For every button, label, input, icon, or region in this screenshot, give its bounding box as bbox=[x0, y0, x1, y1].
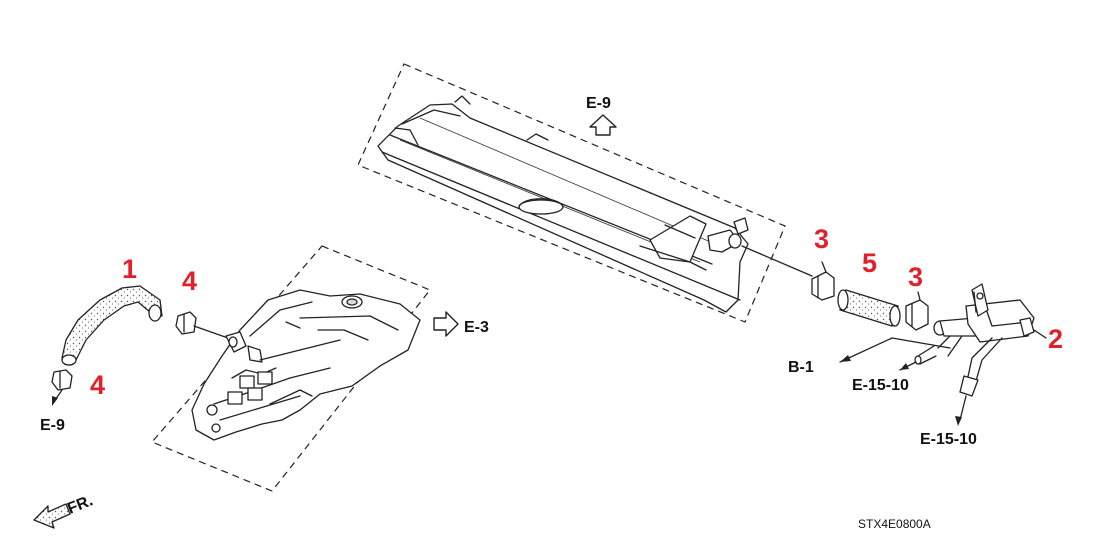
front-direction-label: FR. bbox=[65, 492, 95, 517]
intake-manifold bbox=[191, 289, 421, 441]
right-arrow-icon bbox=[433, 311, 459, 337]
clamp-4b bbox=[51, 369, 73, 391]
clamp-3a bbox=[811, 261, 835, 301]
cylinder-head-cover-group bbox=[357, 63, 813, 323]
hose-5 bbox=[837, 289, 901, 327]
callout-5: 5 bbox=[862, 248, 877, 278]
breather-hose-group bbox=[51, 285, 229, 406]
head-cover-dashed-outline bbox=[357, 63, 786, 323]
callout-3b: 3 bbox=[908, 262, 923, 292]
callout-4a: 4 bbox=[182, 266, 197, 296]
ref-e9-left-label: E-9 bbox=[40, 417, 65, 434]
up-arrow-icon bbox=[589, 114, 617, 136]
clamp-4a bbox=[175, 311, 197, 335]
front-arrow-icon bbox=[33, 503, 71, 529]
callout-4b: 4 bbox=[90, 370, 105, 400]
pcv-valve-assembly bbox=[914, 283, 1035, 397]
ref-b1-label: B-1 bbox=[788, 359, 814, 376]
hose-1 bbox=[61, 285, 163, 366]
ref-e9-top: E-9 bbox=[586, 95, 617, 136]
intake-manifold-group bbox=[150, 245, 431, 492]
ref-e3-label: E-3 bbox=[464, 319, 489, 336]
pcv-assembly-group bbox=[811, 261, 1047, 426]
drawing-code: STX4E0800A bbox=[858, 517, 931, 531]
pcv-leaders bbox=[839, 329, 1047, 426]
ref-e15-10-a-label: E-15-10 bbox=[852, 377, 909, 394]
breather-leader-line bbox=[741, 245, 813, 277]
callout-2: 2 bbox=[1048, 324, 1063, 354]
callout-numbers: 1 4 4 3 5 3 2 bbox=[90, 224, 1063, 400]
cylinder-head-cover bbox=[377, 95, 749, 313]
front-direction-indicator: FR. bbox=[33, 492, 95, 529]
clamp-3b bbox=[905, 291, 929, 331]
ref-e15-10-b-label: E-15-10 bbox=[920, 431, 977, 448]
callout-1: 1 bbox=[122, 254, 137, 284]
ref-e9-top-label: E-9 bbox=[586, 95, 611, 112]
ref-e3: E-3 bbox=[433, 311, 489, 337]
callout-3a: 3 bbox=[814, 224, 829, 254]
